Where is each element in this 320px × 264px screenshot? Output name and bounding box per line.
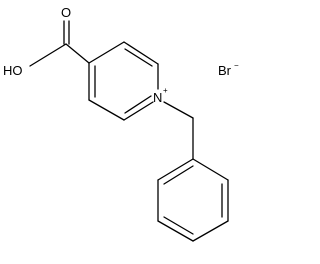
bonds xyxy=(29,20,229,242)
benzene-bond-4-inner xyxy=(163,216,194,235)
atom-labels: O HO N + Br − xyxy=(3,5,239,105)
benzene-bond-1 xyxy=(192,158,229,181)
carboxyl-c-oh-bond xyxy=(29,43,67,67)
ring-bond-c6-c5 xyxy=(88,99,125,121)
benzene-bond-4 xyxy=(157,220,194,242)
ring-bond-c3-c2-inner xyxy=(124,48,153,67)
ring-bond-n-c6 xyxy=(123,101,154,121)
benzene-bond-3 xyxy=(192,220,229,242)
carboxyl-ring-bond xyxy=(65,43,90,64)
bromide-negative-charge: − xyxy=(234,61,239,70)
hydroxyl-label: HO xyxy=(3,63,23,78)
chemical-structure-diagram: O HO N + Br − xyxy=(3,5,239,242)
bromide-counterion-label: Br xyxy=(218,63,232,78)
benzene-bond-6-inner xyxy=(163,165,194,185)
pyridinium-nitrogen-label: N xyxy=(153,90,162,105)
nitrogen-positive-charge: + xyxy=(163,86,168,95)
carbonyl-oxygen-label: O xyxy=(61,5,71,20)
ring-bond-c4-c3 xyxy=(88,41,125,64)
ring-bond-n-c6-inner xyxy=(124,95,152,114)
benzene-bond-6 xyxy=(157,158,194,181)
n-ch2-bond xyxy=(163,101,194,119)
ring-bond-c3-c2 xyxy=(123,41,159,65)
